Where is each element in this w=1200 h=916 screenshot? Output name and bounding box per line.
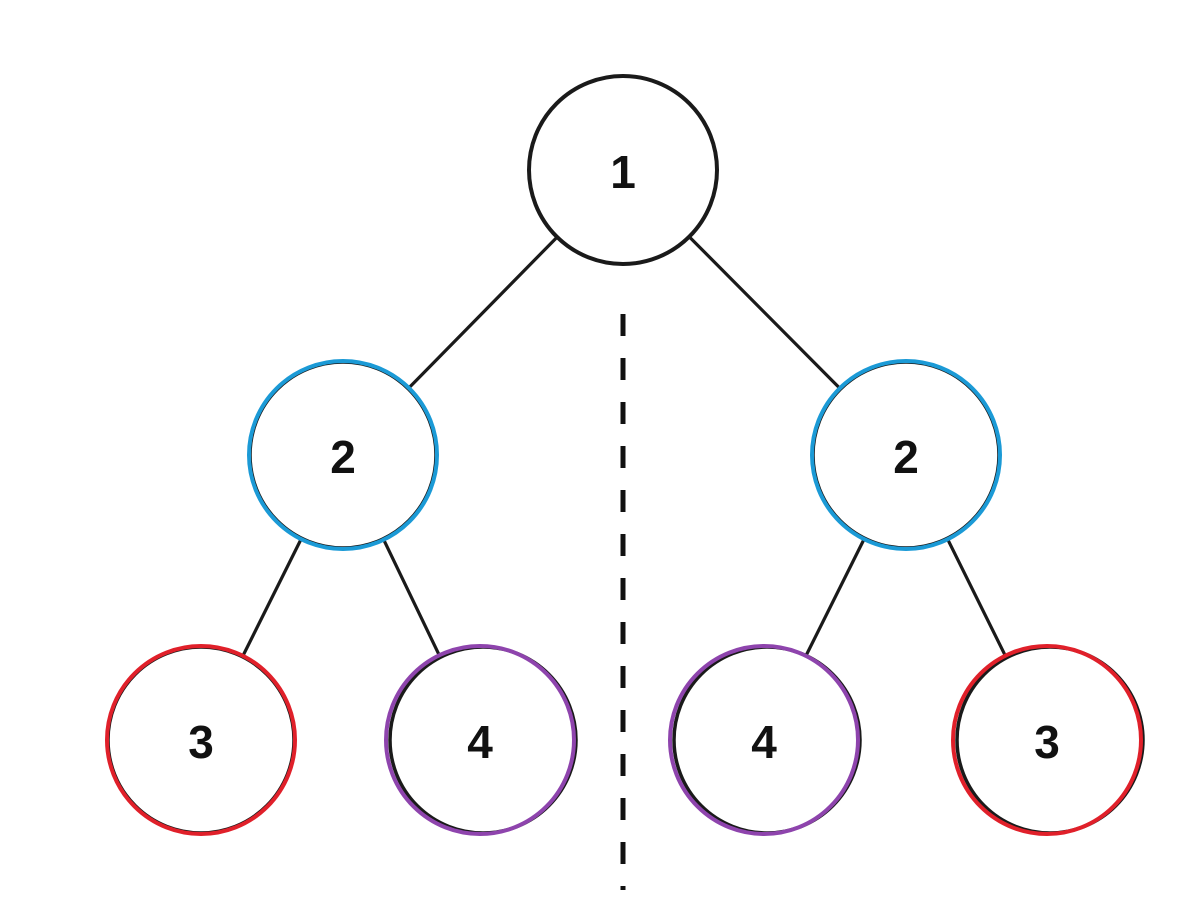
node-fill — [386, 646, 574, 834]
node-label: 2 — [330, 431, 356, 483]
edge-l-ll — [241, 537, 303, 658]
node-label: 1 — [610, 146, 636, 198]
node-ring — [951, 644, 1143, 836]
node-fill — [812, 361, 1000, 549]
edge-r-rl — [804, 537, 866, 658]
nodes-layer: 1 2 2 3 4 4 3 — [105, 74, 1145, 836]
node-ring — [384, 644, 576, 836]
node-fill — [953, 646, 1141, 834]
node-ring — [668, 644, 860, 836]
tree-node-lr: 4 — [384, 644, 578, 836]
tree-node-l: 2 — [247, 359, 439, 551]
node-ring — [247, 359, 439, 551]
tree-node-rr: 3 — [951, 644, 1145, 836]
edge-root-l — [407, 235, 559, 390]
node-label: 3 — [1034, 716, 1060, 768]
node-label: 4 — [467, 716, 493, 768]
tree-node-rl: 4 — [668, 644, 862, 836]
node-label: 4 — [751, 716, 777, 768]
node-ring — [810, 359, 1002, 551]
node-label: 3 — [188, 716, 214, 768]
tree-node-ll: 3 — [105, 644, 297, 836]
node-fill — [107, 646, 295, 834]
node-fill — [670, 646, 858, 834]
tree-node-r: 2 — [810, 359, 1002, 551]
edge-r-rr — [946, 537, 1007, 658]
edges-layer — [241, 235, 1007, 658]
edge-root-r — [687, 235, 842, 390]
tree-node-root: 1 — [527, 74, 719, 266]
node-ring — [105, 644, 297, 836]
node-fill — [249, 361, 437, 549]
node-label: 2 — [893, 431, 919, 483]
edge-l-lr — [382, 538, 441, 657]
node-ring — [527, 74, 719, 266]
node-fill — [529, 76, 717, 264]
